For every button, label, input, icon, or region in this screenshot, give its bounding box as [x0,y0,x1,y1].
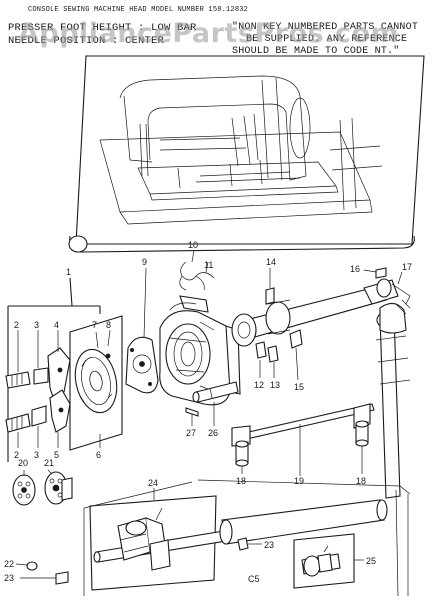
needle-position: NEEDLE POSITION : CENTER [8,35,165,47]
callout-12: 12 [254,380,264,390]
note-line-3: SHOULD BE MADE TO CODE NT." [232,46,400,57]
part-25-detail [293,533,364,589]
callout-9: 9 [142,257,147,267]
callout-21: 21 [44,458,54,468]
callout-25: 25 [366,556,376,566]
callout-7: 7 [92,320,97,330]
feed-parts-left [5,330,71,448]
callout-24: 24 [148,478,158,488]
callout-13: 13 [270,380,280,390]
callout-22: 22 [4,559,14,569]
code-label: C5 [248,574,260,584]
callout-27: 27 [186,428,196,438]
hook-assembly [125,249,241,406]
lower-shaft-upper [231,267,411,381]
callout-17: 17 [402,262,412,272]
callout-14: 14 [266,257,276,267]
callout-15: 15 [294,382,304,392]
watermark: AppliancePartsPros.com [18,18,400,49]
callout-19: 19 [294,476,304,486]
callout-3b: 3 [34,450,39,460]
bobbin-parts [12,469,73,506]
callout-10: 10 [188,240,198,250]
callout-11: 11 [204,260,213,270]
callout-18b: 18 [356,476,366,486]
callout-26: 26 [208,428,218,438]
vertical-feed-rod [375,299,411,499]
callout-1: 1 [66,267,71,277]
callout-18a: 18 [236,476,246,486]
callout-8: 8 [106,320,111,330]
note-line-1: "NON KEY NUMBERED PARTS CANNOT [232,22,419,33]
connecting-rod [231,403,375,476]
parts-22-23 [15,561,69,585]
callout-23b: 23 [4,573,14,583]
presser-foot-height: PRESSER FOOT HEIGHT : LOW BAR [8,22,197,34]
callout-6: 6 [96,450,101,460]
callout-4: 4 [54,320,59,330]
note-line-2: BE SUPPLIED. ANY REFERENCE [246,34,408,45]
callout-20: 20 [18,458,28,468]
diagram-title: CONSOLE SEWING MACHINE HEAD MODEL NUMBER… [28,6,249,14]
callout-23a: 23 [264,540,274,550]
callout-5: 5 [54,450,59,460]
hook-shaft-parts [185,381,239,426]
lower-shaft-lower [83,479,411,597]
callouts: 1 2 3 4 7 8 9 10 11 14 16 17 12 13 15 2 … [4,240,412,584]
bobbin-case-assembly [69,315,123,451]
callout-2a: 2 [14,320,19,330]
callout-3a: 3 [34,320,39,330]
callout-16: 16 [350,264,360,274]
machine-overview-sketch [68,55,425,253]
callout-2b: 2 [14,450,19,460]
